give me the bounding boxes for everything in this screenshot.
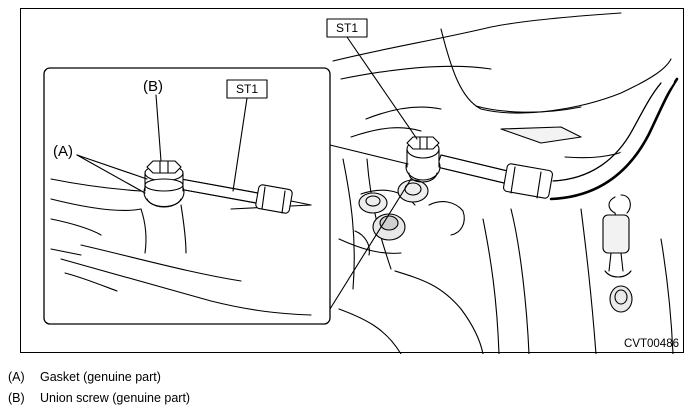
legend-item-b: (B) Union screw (genuine part) [8,390,190,406]
callout-a-label: (A) [53,143,73,160]
sensor-connector [602,194,632,278]
st1-main-callout [326,18,418,140]
legend-text-a: Gasket (genuine part) [40,370,161,384]
legend-key-b: (B) [8,391,25,405]
engine-block-lines [332,12,674,354]
st1-main-label: ST1 [336,21,358,35]
legend-key-a: (A) [8,370,25,384]
callout-b-label: (B) [143,78,163,95]
st1-inset-label: ST1 [236,82,258,96]
engine-illustration: ST1 ST1 (B) (A) CVT00486 [43,12,679,354]
engine-fittings [354,179,633,313]
diagram-frame: ST1 ST1 (B) (A) CVT00486 [20,8,684,354]
main-st1-tool [405,136,553,199]
figure-code: CVT00486 [624,338,679,350]
inset-callout-leaders [76,79,268,194]
legend-item-a: (A) Gasket (genuine part) [8,369,161,385]
inset-st1-tool [143,160,312,214]
legend-text-b: Union screw (genuine part) [40,391,191,405]
main-hose [542,76,679,201]
